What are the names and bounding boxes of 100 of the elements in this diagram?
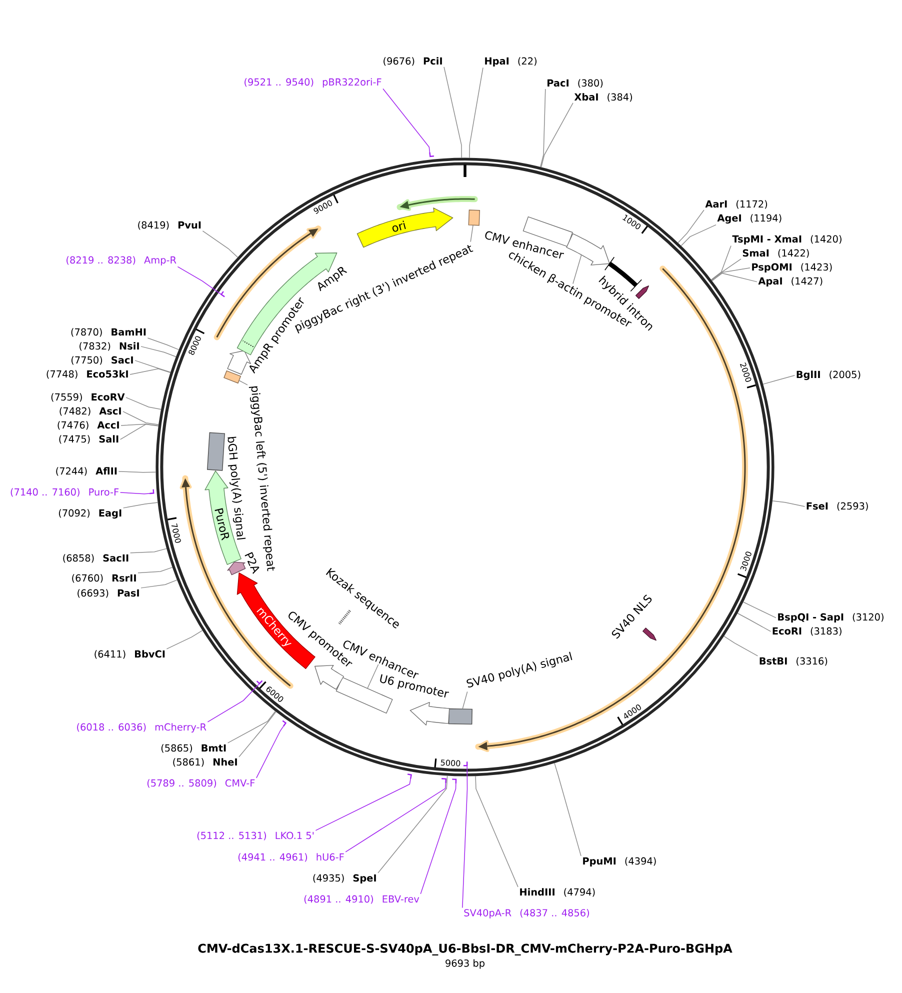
leader-line [475, 776, 518, 888]
leader-line [711, 258, 742, 280]
enzyme-name: SacII [103, 554, 128, 562]
cut-position: (1194) [750, 214, 782, 223]
enzyme-name: PasI [118, 589, 139, 597]
leader-line [462, 691, 468, 710]
cut-position: (7482) [60, 407, 90, 416]
tick-label: 5000 [440, 760, 460, 766]
feature-block [566, 233, 610, 266]
cut-position: (1172) [736, 200, 768, 209]
enzyme-name: NheI [213, 758, 237, 766]
leader-line [540, 88, 546, 168]
primer-name: CMV-F [225, 779, 255, 787]
leader-line [140, 346, 176, 358]
primer-name: SV40pA-R [464, 909, 512, 918]
leader-line [724, 636, 758, 656]
enzyme-name: TspMI - XmaI [732, 235, 802, 245]
cut-position: (8419) [138, 221, 169, 230]
primer-range: (5789 .. 5809) [147, 779, 216, 788]
leader-line [202, 230, 238, 258]
primer-range: (9521 .. 9540) [244, 78, 314, 87]
leader-line [238, 711, 276, 758]
enzyme-name: EcoRI [772, 627, 802, 635]
enzyme-name: SmaI [742, 249, 769, 257]
cut-position: (4935) [313, 874, 344, 883]
cut-position: (7832) [80, 342, 110, 351]
cut-position: (7750) [71, 356, 102, 365]
leader-line [177, 266, 222, 295]
primer-range: (5112 .. 5131) [197, 832, 266, 840]
feature-mark [642, 628, 656, 641]
enzyme-name: SacI [112, 356, 133, 364]
enzyme-name: BmtI [202, 744, 226, 752]
enzyme-name: PpuMI [583, 857, 616, 867]
feature-block [314, 664, 344, 690]
cut-position: (3183) [810, 627, 842, 636]
feature-block [227, 350, 251, 375]
cut-position: (2005) [830, 370, 860, 380]
primer-mark [463, 762, 468, 766]
leader-line [227, 710, 276, 744]
leader-line [138, 566, 173, 574]
cut-position: (4794) [564, 888, 595, 897]
primer-range: (7140 .. 7160) [10, 488, 80, 497]
leader-line [315, 778, 412, 831]
leader-line [367, 664, 379, 688]
cut-position: (6693) [78, 589, 108, 598]
leader-line [126, 397, 162, 410]
leader-line [120, 424, 159, 440]
enzyme-name: HindIII [520, 888, 554, 896]
enzyme-name: BamHI [112, 328, 146, 336]
cut-position: (7476) [58, 421, 88, 430]
cut-position: (5861) [173, 758, 204, 767]
enzyme-name: PspOMI [752, 263, 792, 273]
tick-label: 8000 [188, 336, 201, 355]
enzyme-name: SpeI [353, 874, 376, 884]
leader-line [378, 775, 448, 874]
cut-position: (22) [518, 57, 536, 66]
cut-position: (7748) [46, 370, 78, 379]
primer-mark [407, 774, 412, 779]
primer-mark [452, 778, 457, 784]
leader-line [469, 67, 484, 158]
enzyme-name: AccI [97, 421, 119, 429]
primer-mark [150, 489, 154, 494]
enzyme-name: HpaI [485, 57, 509, 66]
cut-position: (380) [578, 79, 603, 88]
leader-line [140, 580, 178, 588]
enzyme-name: EcoRV [92, 393, 125, 401]
feature-mark [635, 286, 649, 299]
leader-line [712, 272, 758, 282]
leader-line [462, 764, 468, 908]
primer-name: Amp-R [144, 256, 176, 266]
feature-box [206, 432, 225, 471]
enzyme-name: BspQI - SapI [778, 613, 844, 623]
leader-line [762, 374, 796, 385]
primer-mark [442, 778, 447, 783]
cut-position: (5865) [161, 744, 192, 753]
tick-label: 2000 [740, 362, 752, 382]
leader-line [122, 502, 158, 508]
leader-line [147, 338, 180, 350]
cut-position: (9676) [384, 57, 414, 66]
primer-mark [256, 680, 263, 684]
primer-range: (4891 .. 4910) [304, 895, 373, 904]
primer-mark [282, 720, 287, 727]
leader-line [711, 267, 750, 281]
cut-position: (1420) [810, 235, 842, 244]
cut-position: (7475) [59, 435, 90, 444]
size-label: 9693 bp [446, 959, 484, 969]
enzyme-name: BstBI [760, 657, 787, 665]
enzyme-name: ApaI [758, 277, 782, 287]
enzyme-name: AarI [705, 200, 727, 208]
leader-line [130, 548, 168, 554]
enzyme-name: NsiI [120, 342, 139, 350]
enzyme-name: XbaI [574, 93, 598, 101]
leader-line [382, 88, 430, 154]
leader-line [120, 424, 159, 426]
leader-line [345, 782, 446, 852]
cut-position: (1422) [778, 249, 809, 258]
enzyme-name: RsrII [112, 574, 136, 582]
primer-mark [220, 291, 225, 298]
enzyme-name: PciI [424, 57, 442, 65]
tick-label: 3000 [740, 552, 752, 572]
